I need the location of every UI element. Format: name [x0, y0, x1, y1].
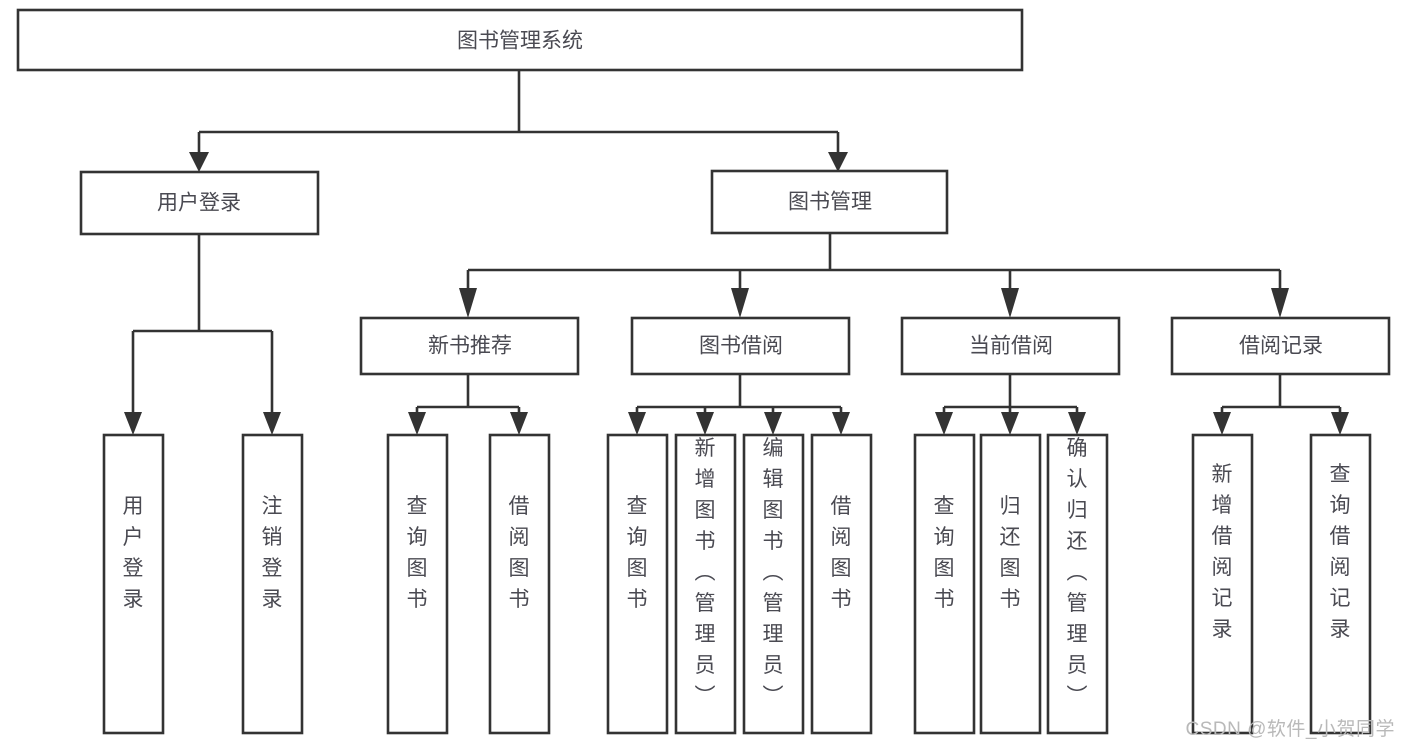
arrow-bookmgmt-child-2	[731, 288, 749, 318]
node-leaf-6[interactable]: 新增图书︵管理员︶	[674, 433, 737, 735]
node-leaf-1-label: 用户登录	[123, 495, 144, 611]
arrow-borrow-child-2	[696, 412, 714, 435]
arrow-records-child-2	[1331, 412, 1349, 435]
arrow-borrow-child-4	[832, 412, 850, 435]
arrow-borrow-child-1	[628, 412, 646, 435]
node-leaf-1[interactable]: 用户登录	[102, 433, 165, 735]
arrow-current-child-2	[1001, 412, 1019, 435]
node-leaf-4-box[interactable]	[488, 433, 551, 735]
node-newbook-box[interactable]	[359, 316, 580, 376]
node-leaf-13-box[interactable]	[1309, 433, 1372, 735]
node-leaf-13-label: 查询借阅记录	[1330, 463, 1351, 641]
node-leaf-11[interactable]: 确认归还︵管理员︶	[1046, 433, 1109, 735]
node-leaf-8-box[interactable]	[810, 433, 873, 735]
node-leaf-5[interactable]: 查询图书	[606, 433, 669, 735]
arrow-bookmgmt-child-4	[1271, 288, 1289, 318]
node-leaf-9[interactable]: 查询图书	[913, 433, 976, 735]
arrow-root-to-bookmgmt	[828, 152, 848, 172]
node-leaf-3-label: 查询图书	[407, 495, 428, 611]
arrow-login-child-1	[124, 412, 142, 435]
arrow-login-child-2	[263, 412, 281, 435]
node-leaf-12[interactable]: 新增借阅记录	[1191, 433, 1254, 735]
node-bookmgmt-box[interactable]	[710, 169, 949, 235]
arrow-records-child-1	[1213, 412, 1231, 435]
node-leaf-13[interactable]: 查询借阅记录	[1309, 433, 1372, 735]
node-leaf-6-box[interactable]	[674, 433, 737, 735]
node-leaf-7-box[interactable]	[742, 433, 805, 735]
node-records-box[interactable]	[1170, 316, 1391, 376]
node-borrow[interactable]: 图书借阅	[630, 316, 851, 376]
node-current-label: 当前借阅	[969, 335, 1053, 358]
node-login[interactable]: 用户登录	[79, 170, 320, 236]
node-bookmgmt-label: 图书管理	[788, 191, 872, 214]
node-borrow-box[interactable]	[630, 316, 851, 376]
node-login-label: 用户登录	[157, 192, 241, 215]
node-leaf-7-label: 编辑图书︵管理员︶	[763, 437, 784, 708]
arrow-newbook-child-1	[408, 412, 426, 435]
node-leaf-9-label: 查询图书	[934, 495, 955, 611]
node-login-box[interactable]	[79, 170, 320, 236]
node-leaf-10-label: 归还图书	[1000, 495, 1021, 611]
node-leaf-11-box[interactable]	[1046, 433, 1109, 735]
node-current[interactable]: 当前借阅	[900, 316, 1121, 376]
node-root[interactable]: 图书管理系统	[16, 8, 1024, 72]
node-borrow-label: 图书借阅	[699, 335, 783, 358]
node-leaf-9-box[interactable]	[913, 433, 976, 735]
node-leaf-10[interactable]: 归还图书	[979, 433, 1042, 735]
arrow-borrow-child-3	[764, 412, 782, 435]
node-leaf-7[interactable]: 编辑图书︵管理员︶	[742, 433, 805, 735]
node-newbook[interactable]: 新书推荐	[359, 316, 580, 376]
csdn-watermark: CSDN @软件_小贺同学	[1185, 719, 1395, 740]
node-records-label: 借阅记录	[1239, 335, 1323, 358]
arrow-bookmgmt-child-1	[459, 288, 477, 318]
node-records[interactable]: 借阅记录	[1170, 316, 1391, 376]
node-bookmgmt[interactable]: 图书管理	[710, 169, 949, 235]
node-leaf-6-label: 新增图书︵管理员︶	[695, 437, 716, 708]
edge-layer	[124, 70, 1349, 435]
node-leaf-8[interactable]: 借阅图书	[810, 433, 873, 735]
node-leaf-4[interactable]: 借阅图书	[488, 433, 551, 735]
node-leaf-1-box[interactable]	[102, 433, 165, 735]
node-root-label: 图书管理系统	[457, 30, 583, 53]
node-leaf-5-label: 查询图书	[627, 495, 648, 611]
arrow-current-child-1	[935, 412, 953, 435]
node-newbook-label: 新书推荐	[428, 335, 512, 358]
node-leaf-3[interactable]: 查询图书	[386, 433, 449, 735]
node-leaf-12-label: 新增借阅记录	[1212, 463, 1233, 641]
node-leaf-4-label: 借阅图书	[509, 495, 530, 611]
arrow-newbook-child-2	[510, 412, 528, 435]
node-leaf-10-box[interactable]	[979, 433, 1042, 735]
node-leaf-2[interactable]: 注销登录	[241, 433, 304, 735]
node-leaf-2-label: 注销登录	[262, 495, 283, 611]
arrow-root-to-login	[189, 152, 209, 172]
node-leaf-5-box[interactable]	[606, 433, 669, 735]
node-leaf-3-box[interactable]	[386, 433, 449, 735]
node-leaf-8-label: 借阅图书	[831, 495, 852, 611]
node-leaf-11-label: 确认归还︵管理员︶	[1067, 437, 1088, 708]
node-root-box[interactable]	[16, 8, 1024, 72]
arrow-bookmgmt-child-3	[1001, 288, 1019, 318]
node-leaf-12-box[interactable]	[1191, 433, 1254, 735]
arrow-current-child-3	[1068, 412, 1086, 435]
node-leaf-2-box[interactable]	[241, 433, 304, 735]
node-current-box[interactable]	[900, 316, 1121, 376]
